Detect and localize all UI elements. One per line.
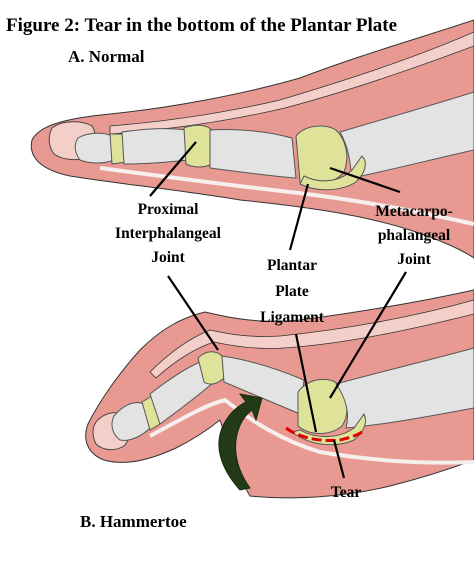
mtp-label-line-2: phalangeal (378, 227, 451, 244)
plantar-plate-callout-line-top (288, 183, 310, 251)
callout-lines (149, 141, 407, 479)
mtp-label: Metacarpo- phalangeal Joint (375, 203, 452, 268)
panel-a-label: A. Normal (68, 47, 145, 66)
pip-callout-line-bottom (167, 275, 219, 351)
hammertoe-distal-phalanx (111, 402, 151, 441)
normal-metatarsal (339, 91, 474, 179)
normal-proximal-phalanx (209, 128, 297, 179)
tear-line (285, 426, 363, 442)
plantar-plate-label: Plantar Plate Ligament (260, 257, 325, 326)
hammertoe-metatarsal (335, 347, 474, 429)
mtp-label-line-1: Metacarpo- (375, 203, 452, 220)
pip-label-line-1: Proximal (138, 201, 200, 218)
plantar-plate-label-line-2: Plate (275, 283, 309, 300)
pip-label-line-3: Joint (151, 249, 185, 266)
tear-callout-line (332, 439, 346, 479)
normal-distal-phalanx (74, 132, 115, 164)
normal-plantar-plate (299, 155, 366, 191)
pip-label-line-2: Interphalangeal (115, 225, 222, 242)
normal-pip-cartilage (183, 124, 213, 168)
plantar-plate-label-line-1: Plantar (267, 257, 317, 274)
curved-arrow-icon (218, 393, 263, 491)
figure-title: Figure 2: Tear in the bottom of the Plan… (6, 15, 397, 36)
hammertoe-extensor-tendon (149, 299, 474, 379)
mtp-callout-line-bottom (329, 271, 407, 399)
plantar-plate-callout-line-bottom (294, 333, 318, 433)
plantar-plate-label-line-3: Ligament (260, 309, 325, 326)
hammertoe-illustration (85, 289, 474, 499)
mtp-label-line-3: Joint (397, 251, 431, 268)
tear-label: Tear (331, 484, 362, 501)
normal-middle-phalanx (121, 128, 189, 165)
panel-b-label: B. Hammertoe (80, 512, 187, 531)
normal-flexor-tendon (99, 166, 474, 226)
hammertoe-flexor-tendon (149, 397, 474, 465)
normal-toe-illustration (30, 19, 474, 259)
pip-callout-line-top (149, 141, 197, 197)
pip-label: Proximal Interphalangeal Joint (115, 201, 222, 266)
mtp-callout-line-top (329, 166, 401, 194)
